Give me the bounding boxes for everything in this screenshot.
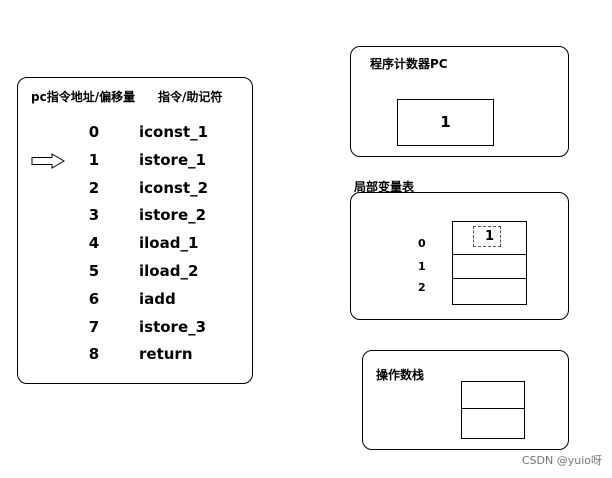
slot-index-1: 1 (418, 260, 426, 273)
instruction-row: 0 iconst_1 (18, 123, 248, 145)
instruction-offset: 8 (88, 345, 100, 364)
instruction-row: 2 iconst_2 (18, 179, 248, 201)
instruction-offset: 6 (88, 289, 100, 308)
slot-index-0: 0 (418, 237, 426, 250)
pc-offset-header: pc指令地址/偏移量 (31, 90, 136, 104)
instruction-offset: 3 (88, 206, 100, 225)
instruction-listing-panel: pc指令地址/偏移量 指令/助记符 0 iconst_1 1 istore_1 2 ico… (17, 77, 253, 384)
instruction-mnemonic: iconst_2 (139, 178, 209, 197)
instruction-offset: 2 (88, 178, 100, 197)
watermark: CSDN @yuio呀 (521, 454, 602, 467)
pc-register-title: 程序计数器PC (370, 57, 448, 71)
instruction-header: 指令/助记符 (158, 90, 223, 104)
local-slot-2 (453, 279, 526, 304)
pc-register-value-box: 1 (397, 99, 494, 146)
instruction-row: 5 iload_2 (18, 262, 248, 284)
instruction-row: 6 iadd (18, 290, 248, 312)
selection-handles (473, 226, 501, 247)
operand-stack-panel: 操作数栈 (362, 350, 569, 450)
instruction-row: 3 istore_2 (18, 206, 248, 228)
instruction-offset: 0 (88, 123, 100, 141)
local-variables-panel: 0 1 2 1 (350, 192, 569, 320)
instruction-row: 4 iload_1 (18, 234, 248, 256)
instruction-offset: 7 (88, 317, 100, 336)
instruction-mnemonic: return (139, 345, 193, 364)
instruction-mnemonic: iconst_1 (139, 123, 209, 141)
instruction-offset: 1 (88, 150, 100, 169)
pc-register-panel: 程序计数器PC 1 (350, 46, 569, 157)
pc-register-value: 1 (440, 113, 451, 131)
instruction-mnemonic: istore_1 (139, 150, 207, 169)
instruction-mnemonic: iload_2 (139, 262, 199, 280)
local-slot-0: 1 (453, 222, 526, 255)
local-slot-1 (453, 255, 526, 279)
instruction-mnemonic: iload_1 (139, 234, 199, 253)
operand-stack-slot-top (462, 382, 524, 409)
instruction-mnemonic: istore_2 (139, 206, 207, 225)
local-variables-title: 局部变量表 (354, 180, 415, 194)
instruction-offset: 5 (88, 262, 100, 280)
local-slot-0-value: 1 (484, 229, 495, 244)
operand-stack-slot-bottom (462, 409, 524, 438)
instruction-mnemonic: iadd (139, 289, 176, 308)
current-instruction-arrow-icon (31, 153, 65, 169)
local-variables-table: 1 (452, 221, 527, 305)
instruction-row: 1 istore_1 (18, 151, 248, 173)
instruction-row: 7 istore_3 (18, 318, 248, 340)
operand-stack-table (461, 381, 525, 439)
instruction-offset: 4 (88, 234, 100, 253)
instruction-row: 8 return (18, 345, 248, 367)
slot-index-2: 2 (418, 281, 426, 294)
instruction-mnemonic: istore_3 (139, 317, 207, 336)
operand-stack-title: 操作数栈 (376, 368, 425, 382)
